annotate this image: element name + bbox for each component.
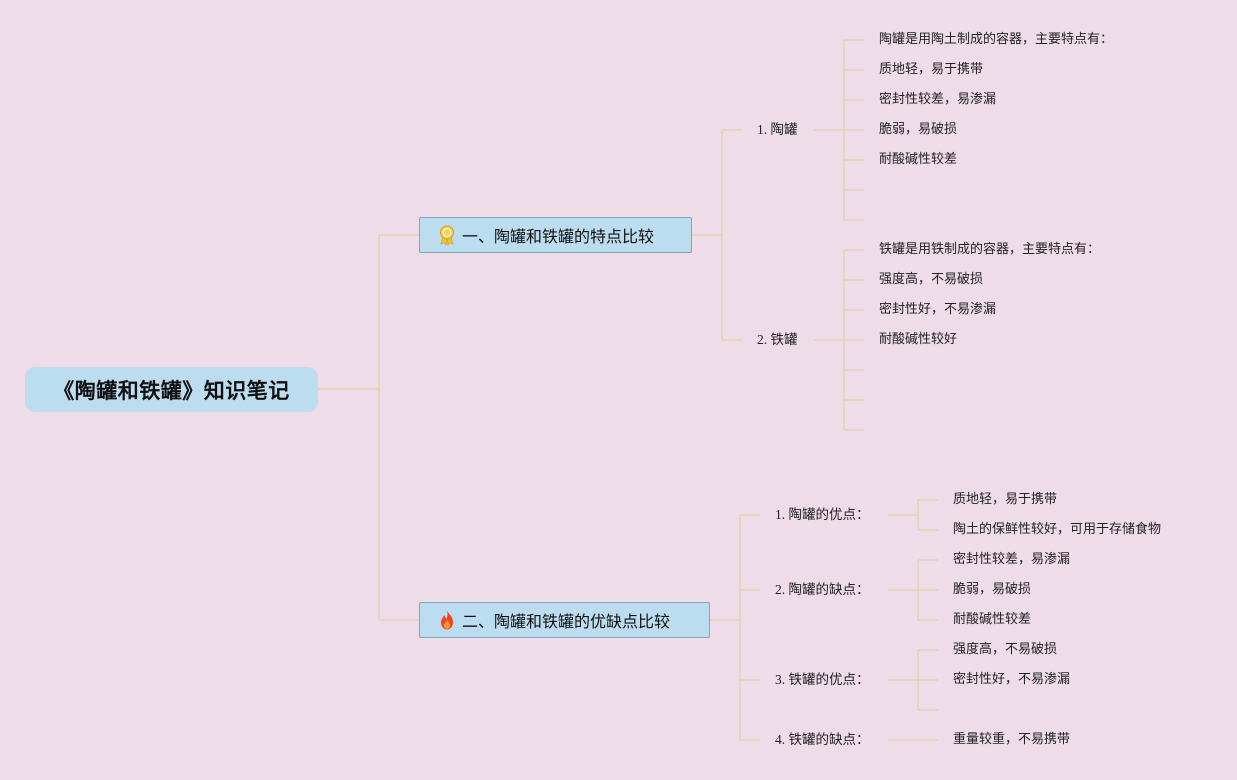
leaf-iron-pro-strong[interactable]: 强度高，不易破损 xyxy=(953,642,1058,657)
leaf-clay-con-seal[interactable]: 密封性较差，易渗漏 xyxy=(953,552,1071,567)
branch-pros-cons-comparison[interactable]: 二、陶罐和铁罐的优缺点比较 xyxy=(419,602,710,638)
leaf-iron-con-heavy[interactable]: 重量较重，不易携带 xyxy=(953,732,1071,747)
subtopic-clay-pros[interactable]: 1. 陶罐的优点： xyxy=(775,507,870,522)
branch-pros-cons-comparison-label: 二、陶罐和铁罐的优缺点比较 xyxy=(462,612,671,631)
leaf-clay-intro[interactable]: 陶罐是用陶土制成的容器，主要特点有： xyxy=(879,32,1114,47)
leaf-clay-pro-light[interactable]: 质地轻，易于携带 xyxy=(953,492,1058,507)
leaf-clay-con-fragile[interactable]: 脆弱，易破损 xyxy=(953,582,1032,597)
leaf-iron-intro[interactable]: 铁罐是用铁制成的容器，主要特点有： xyxy=(879,242,1101,257)
leaf-clay-light[interactable]: 质地轻，易于携带 xyxy=(879,62,984,77)
subtopic-iron-cons[interactable]: 4. 铁罐的缺点： xyxy=(775,732,870,747)
leaf-iron-pro-seal[interactable]: 密封性好，不易渗漏 xyxy=(953,672,1071,687)
leaf-clay-con-acid[interactable]: 耐酸碱性较差 xyxy=(953,612,1032,627)
root-topic-label: 《陶罐和铁罐》知识笔记 xyxy=(53,378,290,403)
subtopic-clay-pot[interactable]: 1. 陶罐 xyxy=(757,122,798,137)
branch-features-comparison-label: 一、陶罐和铁罐的特点比较 xyxy=(462,227,655,246)
leaf-iron-strong[interactable]: 强度高，不易破损 xyxy=(879,272,984,287)
leaf-clay-poor-seal[interactable]: 密封性较差，易渗漏 xyxy=(879,92,997,107)
root-topic[interactable]: 《陶罐和铁罐》知识笔记 xyxy=(25,367,318,412)
leaf-iron-good-seal[interactable]: 密封性好，不易渗漏 xyxy=(879,302,997,317)
award-ribbon-icon xyxy=(436,224,458,247)
branch-features-comparison[interactable]: 一、陶罐和铁罐的特点比较 xyxy=(419,217,692,253)
fire-icon xyxy=(436,609,458,631)
leaf-clay-fragile[interactable]: 脆弱，易破损 xyxy=(879,122,958,137)
subtopic-iron-pros[interactable]: 3. 铁罐的优点： xyxy=(775,672,870,687)
leaf-clay-poor-acid[interactable]: 耐酸碱性较差 xyxy=(879,152,958,167)
leaf-iron-good-acid[interactable]: 耐酸碱性较好 xyxy=(879,332,958,347)
subtopic-iron-pot[interactable]: 2. 铁罐 xyxy=(757,332,798,347)
leaf-clay-pro-freshness[interactable]: 陶土的保鲜性较好，可用于存储食物 xyxy=(953,522,1162,537)
subtopic-clay-cons[interactable]: 2. 陶罐的缺点： xyxy=(775,582,870,597)
